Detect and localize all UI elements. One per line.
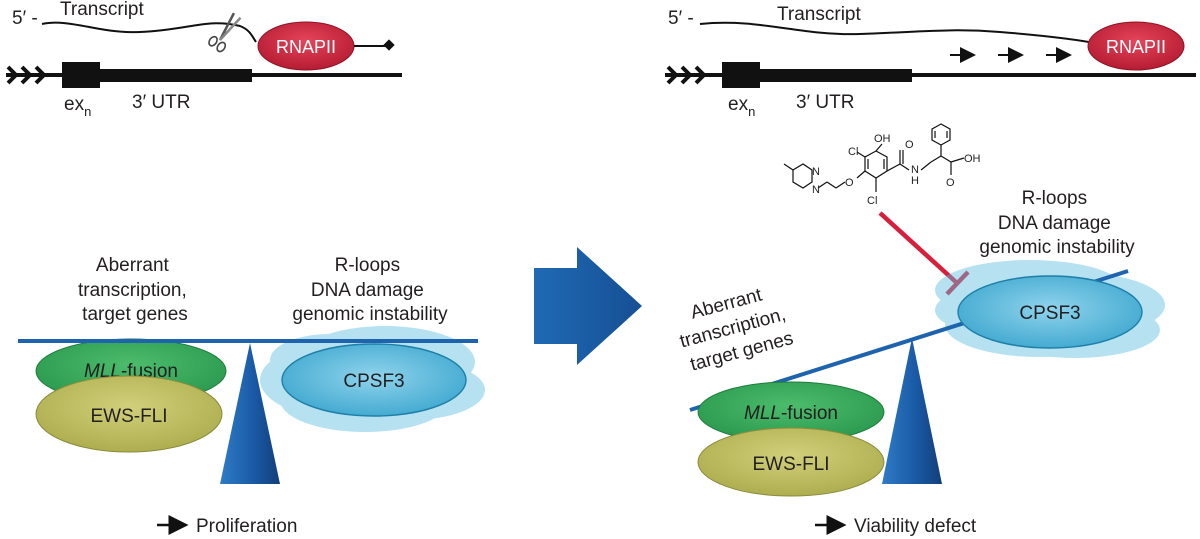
right-ews-label: EWS-FLI xyxy=(752,454,829,475)
right-outcome-label: Viability defect xyxy=(854,516,977,537)
left-outcome-label: Proliferation xyxy=(196,516,297,537)
left-promoter-arrows xyxy=(6,65,47,85)
svg-text:O: O xyxy=(845,177,854,189)
right-balance-left-text: Aberrant transcription, target genes xyxy=(671,279,800,377)
left-balance-left-text: Aberrant transcription, target genes xyxy=(78,255,192,325)
right-rnapii-label: RNAPII xyxy=(1106,37,1166,57)
right-exon-box xyxy=(722,62,760,88)
right-five-prime: 5′ - xyxy=(668,8,694,29)
left-exon-box xyxy=(62,62,100,88)
right-transcript-label: Transcript xyxy=(777,4,861,25)
cpsf3-inhibitor-atoms: OH O N H O OH Cl Cl O N N xyxy=(812,133,981,207)
svg-text:O: O xyxy=(946,177,955,189)
right-utr-box xyxy=(760,69,912,82)
svg-text:Cl: Cl xyxy=(867,195,877,207)
svg-text:H: H xyxy=(911,175,919,187)
left-ews-label: EWS-FLI xyxy=(90,406,167,427)
right-cpsf3 xyxy=(957,275,1143,349)
svg-text:OH: OH xyxy=(874,133,891,145)
right-utr-label: 3′ UTR xyxy=(796,92,854,113)
right-transcript-line xyxy=(699,21,1101,45)
left-rnapii-label: RNAPII xyxy=(276,37,336,57)
left-transcript-line xyxy=(41,21,257,43)
left-ews-fli xyxy=(35,375,223,453)
right-exon-label: exn xyxy=(728,94,755,119)
left-transcript-end xyxy=(383,39,395,51)
left-panel: 5′ - Transcript RNAPII exn 3′ UTR Aberra… xyxy=(6,0,485,537)
svg-text:Cl: Cl xyxy=(848,146,858,158)
left-five-prime: 5′ - xyxy=(12,8,38,29)
right-fulcrum xyxy=(882,338,942,484)
transition-arrow xyxy=(534,247,642,365)
right-panel: 5′ - Transcript RNAPII exn 3′ UTR xyxy=(665,4,1196,537)
svg-text:N: N xyxy=(812,166,820,178)
left-fulcrum xyxy=(220,343,280,484)
left-cpsf3-label: CPSF3 xyxy=(343,371,404,392)
left-exon-label: exn xyxy=(64,94,91,119)
inhibition-bar xyxy=(945,270,970,296)
right-balance-right-text: R-loops DNA damage genomic instability xyxy=(979,188,1135,258)
left-transcript-label: Transcript xyxy=(60,0,144,20)
right-promoter-arrows xyxy=(666,65,707,85)
right-cpsf3-label: CPSF3 xyxy=(1019,303,1080,324)
scissors-icon xyxy=(208,12,242,53)
svg-text:N: N xyxy=(911,164,919,176)
svg-text:O: O xyxy=(905,139,914,151)
svg-text:N: N xyxy=(812,184,820,196)
left-utr-box xyxy=(100,69,252,82)
left-balance-right-text: R-loops DNA damage genomic instability xyxy=(292,255,448,325)
left-utr-label: 3′ UTR xyxy=(132,92,190,113)
left-cpsf3 xyxy=(281,343,467,417)
right-ews-fli xyxy=(697,427,885,497)
inhibition-line xyxy=(878,211,959,285)
svg-text:OH: OH xyxy=(964,153,981,165)
right-mll-label: MLL-fusion xyxy=(744,403,838,424)
cpsf3-inhibitor-structure xyxy=(783,123,965,192)
right-rnapii xyxy=(1087,21,1185,71)
